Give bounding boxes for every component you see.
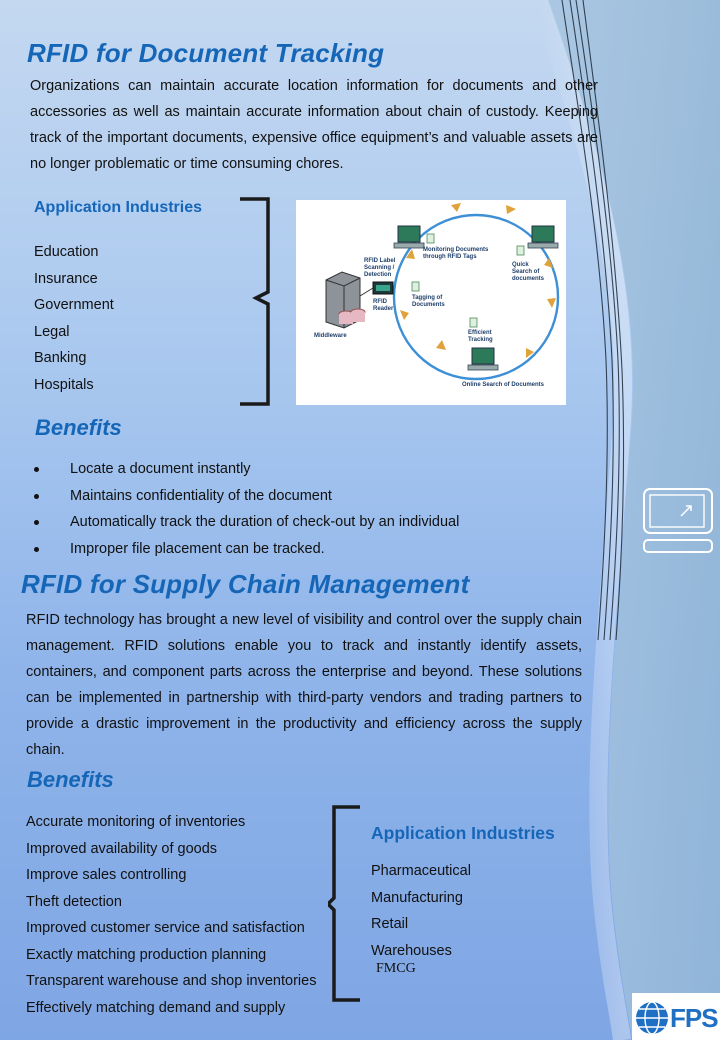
laptop-icon: [643, 488, 713, 553]
middleware-server-icon: [325, 271, 366, 329]
section1-industries-heading: Application Industries: [34, 199, 203, 216]
label-quick-search: documents: [512, 276, 545, 282]
list-item: Locate a document instantly: [34, 459, 459, 486]
label-monitoring: through RFID Tags: [423, 254, 477, 260]
list-item: Improper file placement can be tracked.: [34, 539, 459, 566]
label-middleware: Middleware: [314, 333, 347, 339]
label-efficient: Tracking: [468, 337, 493, 343]
rfid-reader-icon: [359, 281, 394, 297]
benefit-text: Locate a document instantly: [70, 461, 251, 477]
label-tagging: Documents: [412, 302, 445, 308]
section1-title: RFID for Document Tracking: [27, 38, 385, 68]
list-item: Theft detection: [26, 893, 122, 910]
list-item: Effectively matching demand and supply: [26, 999, 286, 1016]
label-efficient: Efficient: [468, 330, 492, 336]
list-item: Accurate monitoring of inventories: [26, 814, 246, 830]
label-rfid-scanning: Detection: [364, 272, 392, 278]
section2-industries-heading: Application Industries: [371, 823, 555, 843]
section2-title: RFID for Supply Chain Management: [21, 569, 470, 599]
computer-icon: [467, 347, 499, 371]
label-quick-search: Quick: [512, 262, 529, 268]
section2-intro: RFID technology has brought a new level …: [26, 612, 582, 758]
document-tracking-diagram: Monitoring Documents through RFID Tags Q…: [296, 200, 566, 405]
list-item: Hospitals: [34, 376, 94, 393]
list-item: Maintains confidentiality of the documen…: [34, 486, 459, 513]
list-item: Banking: [34, 350, 87, 366]
benefit-text: Improper file placement can be tracked.: [70, 540, 325, 557]
fmcg-label: FMCG: [376, 961, 416, 976]
label-rfid-reader: Reader: [373, 306, 394, 312]
fps-logo: FPS: [632, 993, 720, 1040]
label-rfid-scanning: RFID Label: [364, 258, 396, 264]
section2-benefits-list: Accurate monitoring of inventories Impro…: [26, 812, 316, 1024]
computer-icon: [527, 225, 559, 249]
list-item: Automatically track the duration of chec…: [34, 512, 459, 539]
list-item: Government: [34, 297, 114, 313]
bracket-icon: [328, 805, 360, 1002]
list-item: Education: [34, 244, 99, 260]
label-monitoring: Monitoring Documents: [423, 247, 489, 253]
section1-benefits-list: Locate a document instantly Maintains co…: [34, 459, 459, 565]
benefit-text: Automatically track the duration of chec…: [70, 514, 460, 530]
bullet-icon: [34, 546, 39, 552]
section1-industries-list: Education Insurance Government Legal Ban…: [34, 242, 114, 401]
bullet-icon: [34, 493, 39, 499]
list-item: Improve sales controlling: [26, 867, 187, 883]
list-item: Retail: [371, 916, 409, 932]
bracket-icon: [240, 197, 270, 406]
bullet-icon: [34, 467, 39, 472]
label-tagging: Tagging of: [412, 295, 443, 301]
section2-industries-list: Pharmaceutical Manufacturing Retail Ware…: [371, 861, 471, 967]
label-online-search: Online Search of Documents: [462, 382, 545, 388]
list-item: Exactly matching production planning: [26, 946, 267, 963]
globe-icon: [636, 1001, 668, 1035]
list-item: Warehouses: [371, 942, 452, 959]
label-rfid-scanning: Scanning /: [364, 265, 395, 271]
logo-text: FPS: [670, 1003, 719, 1033]
label-rfid-reader: RFID: [373, 299, 388, 305]
list-item: Improved customer service and satisfacti…: [26, 920, 305, 936]
bullet-icon: [34, 520, 39, 525]
section2-benefits-heading: Benefits: [27, 767, 114, 792]
list-item: Pharmaceutical: [371, 863, 471, 879]
list-item: Transparent warehouse and shop inventori…: [26, 973, 317, 989]
benefit-text: Maintains confidentiality of the documen…: [70, 487, 332, 504]
section1-intro: Organizations can maintain accurate loca…: [30, 78, 598, 172]
tag-icons: [411, 233, 525, 328]
list-item: Improved availability of goods: [26, 840, 218, 857]
flow-arrow-icons: [400, 203, 556, 358]
section1-benefits-heading: Benefits: [35, 415, 122, 440]
label-quick-search: Search of: [512, 269, 540, 275]
computer-icon: [393, 225, 425, 249]
list-item: Legal: [34, 323, 70, 340]
list-item: Insurance: [34, 270, 98, 287]
list-item: Manufacturing: [371, 889, 463, 906]
